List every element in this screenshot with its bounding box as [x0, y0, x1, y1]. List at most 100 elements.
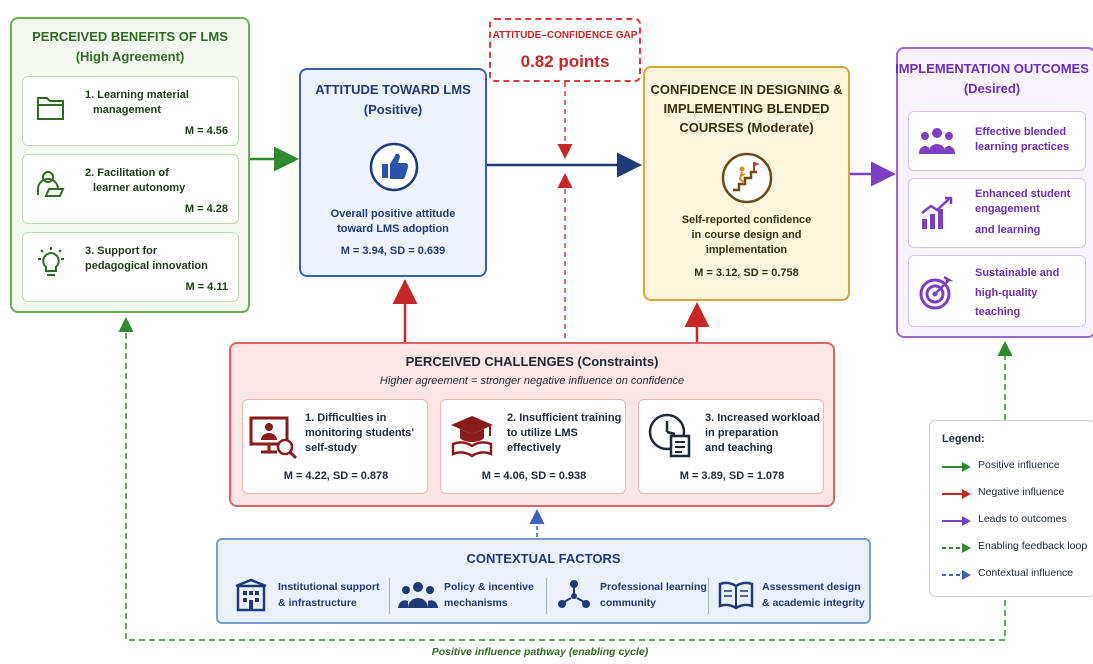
building-icon [235, 578, 267, 612]
gap-value: 0.82 points [520, 52, 610, 71]
benefits-title: PERCEIVED BENEFITS OF LMS [32, 29, 228, 44]
attitude-panel: ATTITUDE TOWARD LMS (Positive) Overall p… [299, 68, 487, 277]
outcome-line1: Sustainable and [975, 267, 1060, 279]
outcome-line3: and learning [975, 224, 1041, 236]
confidence-desc-line3: implementation [705, 244, 788, 256]
legend-arrow-icon [942, 543, 971, 553]
outcomes-panel: IMPLEMENTATION OUTCOMES (Desired) Effect… [895, 47, 1093, 338]
challenge-stats: M = 4.22, SD = 0.878 [283, 470, 389, 482]
benefit-mean: M = 4.11 [185, 281, 228, 293]
benefit-mean: M = 4.56 [184, 125, 228, 137]
outcome-item: Effective blended learning practices [908, 111, 1086, 171]
outcome-item: Enhanced student engagement and learning [908, 178, 1086, 248]
outcome-line2: learning practices [975, 141, 1070, 153]
challenge-line1: 1. Difficulties in [305, 412, 387, 424]
challenge-line2: to utilize LMS [507, 427, 578, 439]
outcome-line1: Enhanced student [975, 188, 1071, 200]
benefit-label-line2: pedagogical innovation [85, 260, 208, 272]
benefit-item: 1. Learning material management M = 4.56 [22, 76, 239, 146]
attitude-subtitle: (Positive) [363, 102, 423, 117]
challenge-stats: M = 3.89, SD = 1.078 [679, 470, 785, 482]
legend-arrow-icon [942, 462, 971, 472]
context-item-line2: mechanisms [444, 597, 508, 609]
climbing-stairs-icon [721, 152, 773, 204]
folder-icon [37, 97, 64, 120]
challenges-title: PERCEIVED CHALLENGES (Constraints) [405, 354, 659, 369]
lightbulb-icon [38, 247, 64, 276]
challenge-item: 2. Insufficient training to utilize LMS … [440, 399, 626, 494]
confidence-panel: CONFIDENCE IN DESIGNING & IMPLEMENTING B… [643, 66, 850, 301]
challenge-item: 1. Difficulties in monitoring students' … [242, 399, 428, 494]
challenge-stats: M = 4.06, SD = 0.938 [481, 470, 587, 482]
challenge-line3: effectively [507, 442, 561, 454]
gap-label: ATTITUDE–CONFIDENCE GAP [492, 30, 638, 41]
challenge-line1: 3. Increased workload [705, 412, 820, 424]
challenges-subtitle: Higher agreement = stronger negative inf… [379, 375, 685, 387]
attitude-desc-line2: toward LMS adoption [337, 223, 449, 235]
outcome-item: Sustainable and high-quality teaching [908, 255, 1086, 327]
outcomes-subtitle: (Desired) [963, 81, 1021, 96]
benefits-subtitle: (High Agreement) [75, 49, 185, 64]
challenge-item: 3. Increased workload in preparation and… [638, 399, 824, 494]
benefits-panel: PERCEIVED BENEFITS OF LMS (High Agreemen… [10, 17, 250, 313]
growth-chart-icon [921, 196, 953, 229]
contextual-factors-panel: CONTEXTUAL FACTORS Institutional support… [216, 538, 871, 624]
outcome-line3: teaching [975, 306, 1021, 318]
group-icon [919, 128, 955, 154]
people-icon [398, 582, 438, 608]
context-divider [708, 578, 709, 614]
legend-label: Leads to outcomes [978, 513, 1067, 525]
confidence-title-line1: CONFIDENCE IN DESIGNING & [650, 82, 843, 97]
benefit-item: 2. Facilitation of learner autonomy M = … [22, 154, 239, 224]
confidence-stats: M = 3.12, SD = 0.758 [694, 267, 799, 279]
challenges-panel: PERCEIVED CHALLENGES (Constraints) Highe… [229, 342, 835, 507]
legend-title: Legend: [942, 433, 985, 445]
gap-box: ATTITUDE–CONFIDENCE GAP 0.82 points [489, 18, 641, 82]
legend-label: Positive influence [978, 459, 1060, 471]
network-icon [558, 580, 590, 608]
context-title: CONTEXTUAL FACTORS [466, 551, 621, 566]
legend-label: Negative influence [978, 486, 1065, 498]
thumbs-up-icon [369, 142, 419, 192]
challenge-line2: monitoring students' [305, 427, 414, 439]
benefit-label-line1: 2. Facilitation of [85, 167, 169, 179]
context-item-line2: & academic integrity [762, 597, 865, 609]
context-item-line1: Institutional support [278, 581, 380, 593]
benefit-item: 3. Support for pedagogical innovation M … [22, 232, 239, 302]
target-icon [919, 275, 954, 310]
outcome-line2: engagement [975, 203, 1040, 215]
context-item-line2: & infrastructure [278, 597, 357, 609]
challenge-line3: and teaching [705, 442, 773, 454]
confidence-title-line3: COURSES (Moderate) [679, 120, 814, 135]
attitude-title: ATTITUDE TOWARD LMS [315, 82, 471, 97]
context-item-line1: Assessment design [762, 581, 861, 593]
benefit-label-line1: 1. Learning material [85, 89, 189, 101]
challenge-line2: in preparation [705, 427, 779, 439]
graduation-cap-icon [451, 416, 493, 458]
legend-label: Enabling feedback loop [978, 540, 1088, 552]
monitor-search-icon [249, 416, 298, 460]
benefit-label-line2: management [93, 104, 161, 116]
legend-arrow-icon [942, 516, 971, 526]
pathway-label: Positive influence pathway (enabling cyc… [431, 646, 649, 658]
context-divider [546, 578, 547, 614]
legend-arrow-icon [942, 489, 971, 499]
learner-laptop-icon [37, 171, 65, 197]
benefit-label-line2: learner autonomy [93, 182, 186, 194]
context-item-line2: community [600, 597, 657, 609]
context-item-line1: Policy & incentive [444, 581, 534, 593]
benefit-label-line1: 3. Support for [85, 245, 158, 257]
book-icon [718, 581, 754, 610]
outcomes-title: IMPLEMENTATION OUTCOMES [895, 61, 1089, 76]
benefit-mean: M = 4.28 [184, 203, 228, 215]
challenge-line1: 2. Insufficient training [507, 412, 622, 424]
outcome-line1: Effective blended [975, 126, 1067, 138]
context-divider [389, 578, 390, 614]
clock-document-icon [648, 413, 691, 458]
confidence-title-line2: IMPLEMENTING BLENDED [663, 101, 830, 116]
legend-label: Contextual influence [978, 567, 1074, 579]
attitude-stats: M = 3.94, SD = 0.639 [340, 245, 446, 257]
confidence-desc-line2: in course design and [691, 229, 802, 241]
confidence-desc-line1: Self-reported confidence [681, 214, 812, 226]
